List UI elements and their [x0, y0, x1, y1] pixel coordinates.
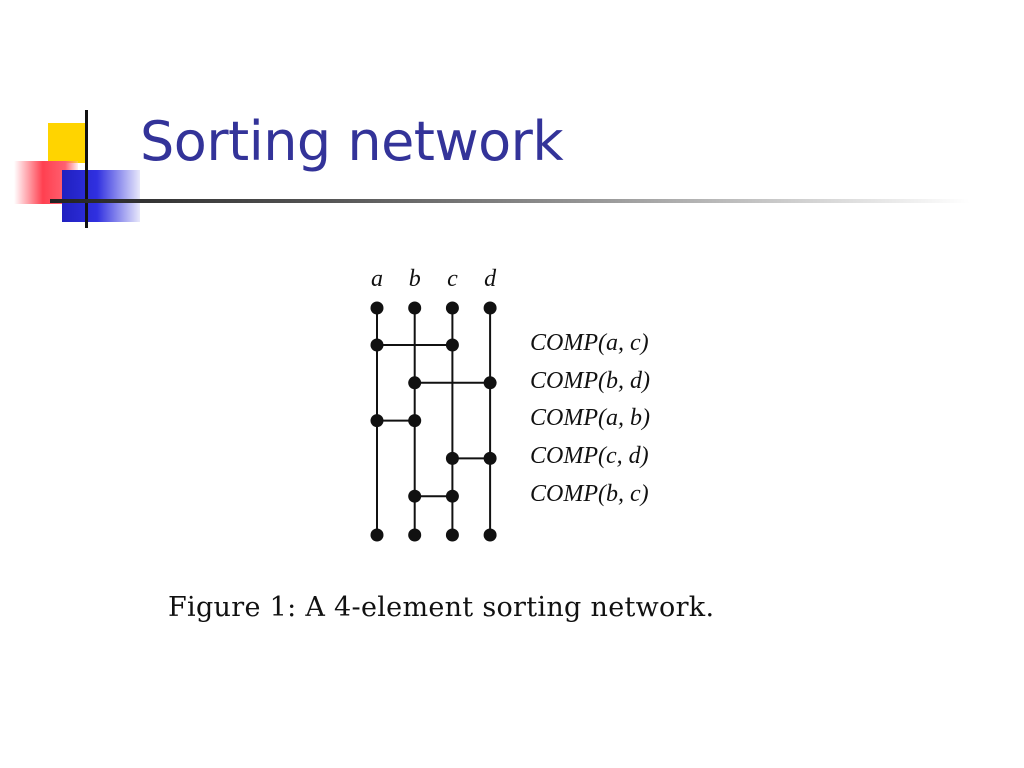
comparator-node: [445, 489, 459, 503]
comparator-node: [445, 338, 459, 352]
comparator-label: COMP(a, b): [530, 405, 650, 431]
logo-yellow-square: [48, 123, 86, 163]
wire-input-node: [408, 301, 422, 315]
comparator-node: [483, 376, 497, 390]
comparator-node: [408, 414, 422, 428]
figure-caption: Figure 1: A 4-element sorting network.: [168, 592, 715, 623]
wire-input-node: [483, 301, 497, 315]
wire-output-node: [483, 528, 497, 542]
comparator-label: COMP(c, d): [530, 443, 649, 469]
comparator-node: [483, 451, 497, 465]
slide-logo-decoration: [0, 0, 150, 240]
wire-input-node: [370, 301, 384, 315]
comparator-node: [370, 338, 384, 352]
wire-input-node: [445, 301, 459, 315]
comparator-node: [408, 376, 422, 390]
wire-label: a: [371, 266, 383, 292]
slide-title: Sorting network: [140, 110, 564, 173]
wire-output-node: [408, 528, 422, 542]
title-underline-rule: [50, 199, 970, 203]
wire-output-node: [445, 528, 459, 542]
logo-blue-square: [62, 170, 140, 222]
comparator-label: COMP(b, c): [530, 481, 649, 507]
comparator-node: [370, 414, 384, 428]
wire-label: d: [484, 266, 497, 292]
comparator-label: COMP(b, d): [530, 368, 650, 394]
logo-vertical-line: [85, 110, 88, 228]
comparator-node: [408, 489, 422, 503]
wire-label: b: [409, 266, 421, 292]
comparator-label: COMP(a, c): [530, 330, 649, 356]
wire-label: c: [447, 266, 458, 292]
wire-output-node: [370, 528, 384, 542]
comparator-node: [445, 451, 459, 465]
